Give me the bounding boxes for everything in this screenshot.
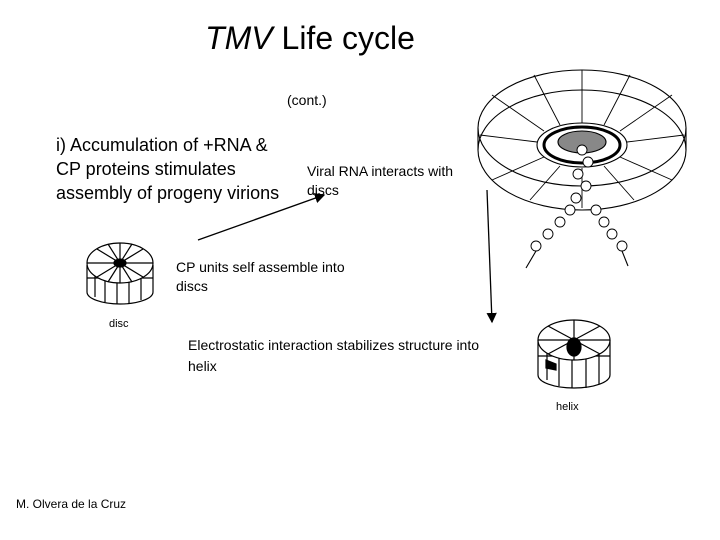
title-italic: TMV [205,20,273,56]
title-rest: Life cycle [281,20,415,56]
author-credit: M. Olvera de la Cruz [16,497,127,511]
large-disc-with-rna-icon [477,69,687,269]
slide-subtitle: (cont.) [287,92,327,108]
disc-label: disc [109,318,129,330]
electrostatic-note: Electrostatic interaction stabilizes str… [188,337,480,374]
helix-label: helix [556,401,579,413]
arrow-to-helix [486,189,497,324]
arrow-to-rna [197,193,326,241]
slide-title: TMV Life cycle [0,20,620,57]
helix-icon [537,319,611,389]
main-bullet-text: i) Accumulation of +RNA & CP proteins st… [56,135,280,203]
cp-units-note: CP units self assemble into discs [176,259,345,294]
disc-icon [86,242,154,305]
